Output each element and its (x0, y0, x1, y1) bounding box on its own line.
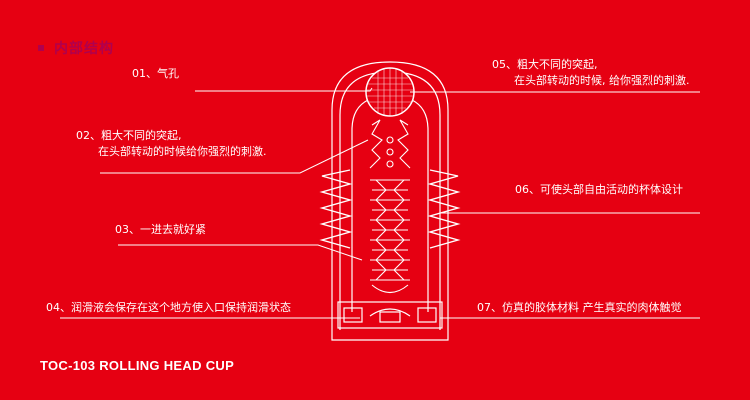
callout-03: 03、一进去就好紧 (115, 222, 206, 238)
section-header: 内部结构 (38, 38, 114, 58)
callout-02-line1: 02、粗大不同的突起, (76, 129, 182, 142)
header-bullet-icon (38, 45, 44, 51)
callout-02: 02、粗大不同的突起, 在头部转动的时候给你强烈的刺激. (76, 128, 267, 160)
callout-06: 06、可使头部自由活动的杯体设计 (515, 182, 683, 198)
callout-04: 04、润滑液会保存在这个地方使入口保持润滑状态 (46, 300, 291, 316)
callout-05-line2: 在头部转动的时候, 给你强烈的刺激. (514, 74, 690, 87)
callout-01: 01、气孔 (132, 66, 179, 82)
rolling-head-sphere (365, 67, 415, 117)
left-spring (319, 169, 353, 249)
callout-05: 05、粗大不同的突起, 在头部转动的时候, 给你强烈的刺激. (492, 57, 690, 89)
leader-lines (60, 87, 700, 319)
callout-07-text: 07、仿真的胶体材料 产生真实的肉体触觉 (477, 301, 682, 314)
leader-line-03 (118, 244, 363, 261)
callout-03-text: 03、一进去就好紧 (115, 223, 206, 236)
callout-07: 07、仿真的胶体材料 产生真实的肉体触觉 (477, 300, 682, 316)
callout-04-text: 04、润滑液会保存在这个地方使入口保持润滑状态 (46, 301, 291, 314)
callout-06-text: 06、可使头部自由活动的杯体设计 (515, 183, 683, 196)
leader-line-01 (195, 87, 373, 92)
leader-line-02 (100, 139, 369, 174)
callout-05-line1: 05、粗大不同的突起, (492, 58, 598, 71)
callout-02-line2: 在头部转动的时候给你强烈的刺激. (98, 145, 267, 158)
base-reservoir (337, 301, 443, 329)
header-title: 内部结构 (54, 41, 114, 57)
product-name: TOC-103 ROLLING HEAD CUP (40, 358, 235, 373)
right-spring (427, 169, 461, 249)
outer-shell-outline (331, 61, 449, 341)
callout-01-text: 01、气孔 (132, 67, 179, 80)
inner-channel-texture (369, 119, 411, 294)
